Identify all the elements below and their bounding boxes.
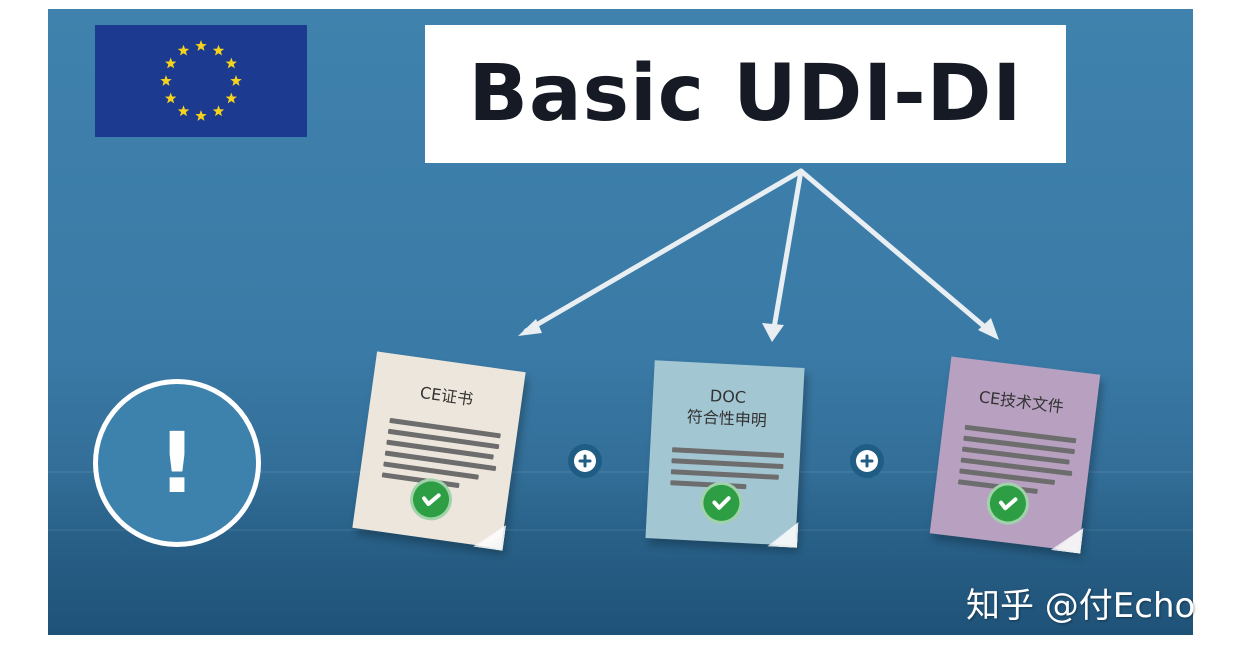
- arrowhead-left: [518, 319, 542, 336]
- arrow-middle: [770, 168, 804, 337]
- document-ce-certificate: CE证书: [352, 351, 526, 551]
- star-icon: [225, 57, 238, 69]
- star-icon: [212, 105, 225, 117]
- arrowhead-middle: [762, 323, 784, 342]
- star-icon: [230, 75, 242, 86]
- star-icon: [212, 44, 225, 56]
- star-icon: [177, 105, 190, 117]
- page-title: Basic UDI-DI: [468, 49, 1023, 139]
- page-curl: [1051, 524, 1084, 553]
- check-icon: [699, 480, 744, 525]
- connector-arrows: [518, 168, 999, 342]
- plus-icon: [568, 444, 602, 478]
- arrow-right: [798, 168, 995, 336]
- star-icon: [164, 57, 177, 69]
- scene: Basic UDI-DI ! CE证书: [48, 9, 1193, 635]
- star-icon: [177, 44, 190, 56]
- floor-divider: [48, 529, 1193, 531]
- star-icon: [195, 110, 207, 121]
- document-title: CE证书: [418, 382, 475, 410]
- eu-flag-icon: [95, 25, 307, 137]
- check-icon: [984, 480, 1032, 527]
- star-icon: [225, 92, 238, 104]
- star-icon: [195, 40, 207, 51]
- title-box: Basic UDI-DI: [425, 25, 1066, 163]
- page-curl: [473, 521, 506, 551]
- star-icon: [164, 92, 177, 104]
- warning-badge: !: [93, 379, 261, 547]
- floor-divider: [48, 471, 1193, 473]
- plus-icon: [850, 444, 884, 478]
- watermark: 知乎 @付Echo: [966, 586, 1196, 626]
- document-title: CE技术文件: [977, 387, 1065, 417]
- eu-stars: [160, 40, 242, 121]
- star-icon: [160, 75, 172, 86]
- document-declaration-of-conformity: DOC 符合性申明: [645, 360, 805, 548]
- arrowhead-right: [978, 318, 999, 340]
- check-icon: [407, 475, 455, 524]
- exclamation-icon: !: [157, 414, 197, 512]
- document-ce-technical-file: CE技术文件: [929, 356, 1101, 553]
- page-curl: [767, 520, 798, 548]
- arrow-left: [523, 168, 804, 334]
